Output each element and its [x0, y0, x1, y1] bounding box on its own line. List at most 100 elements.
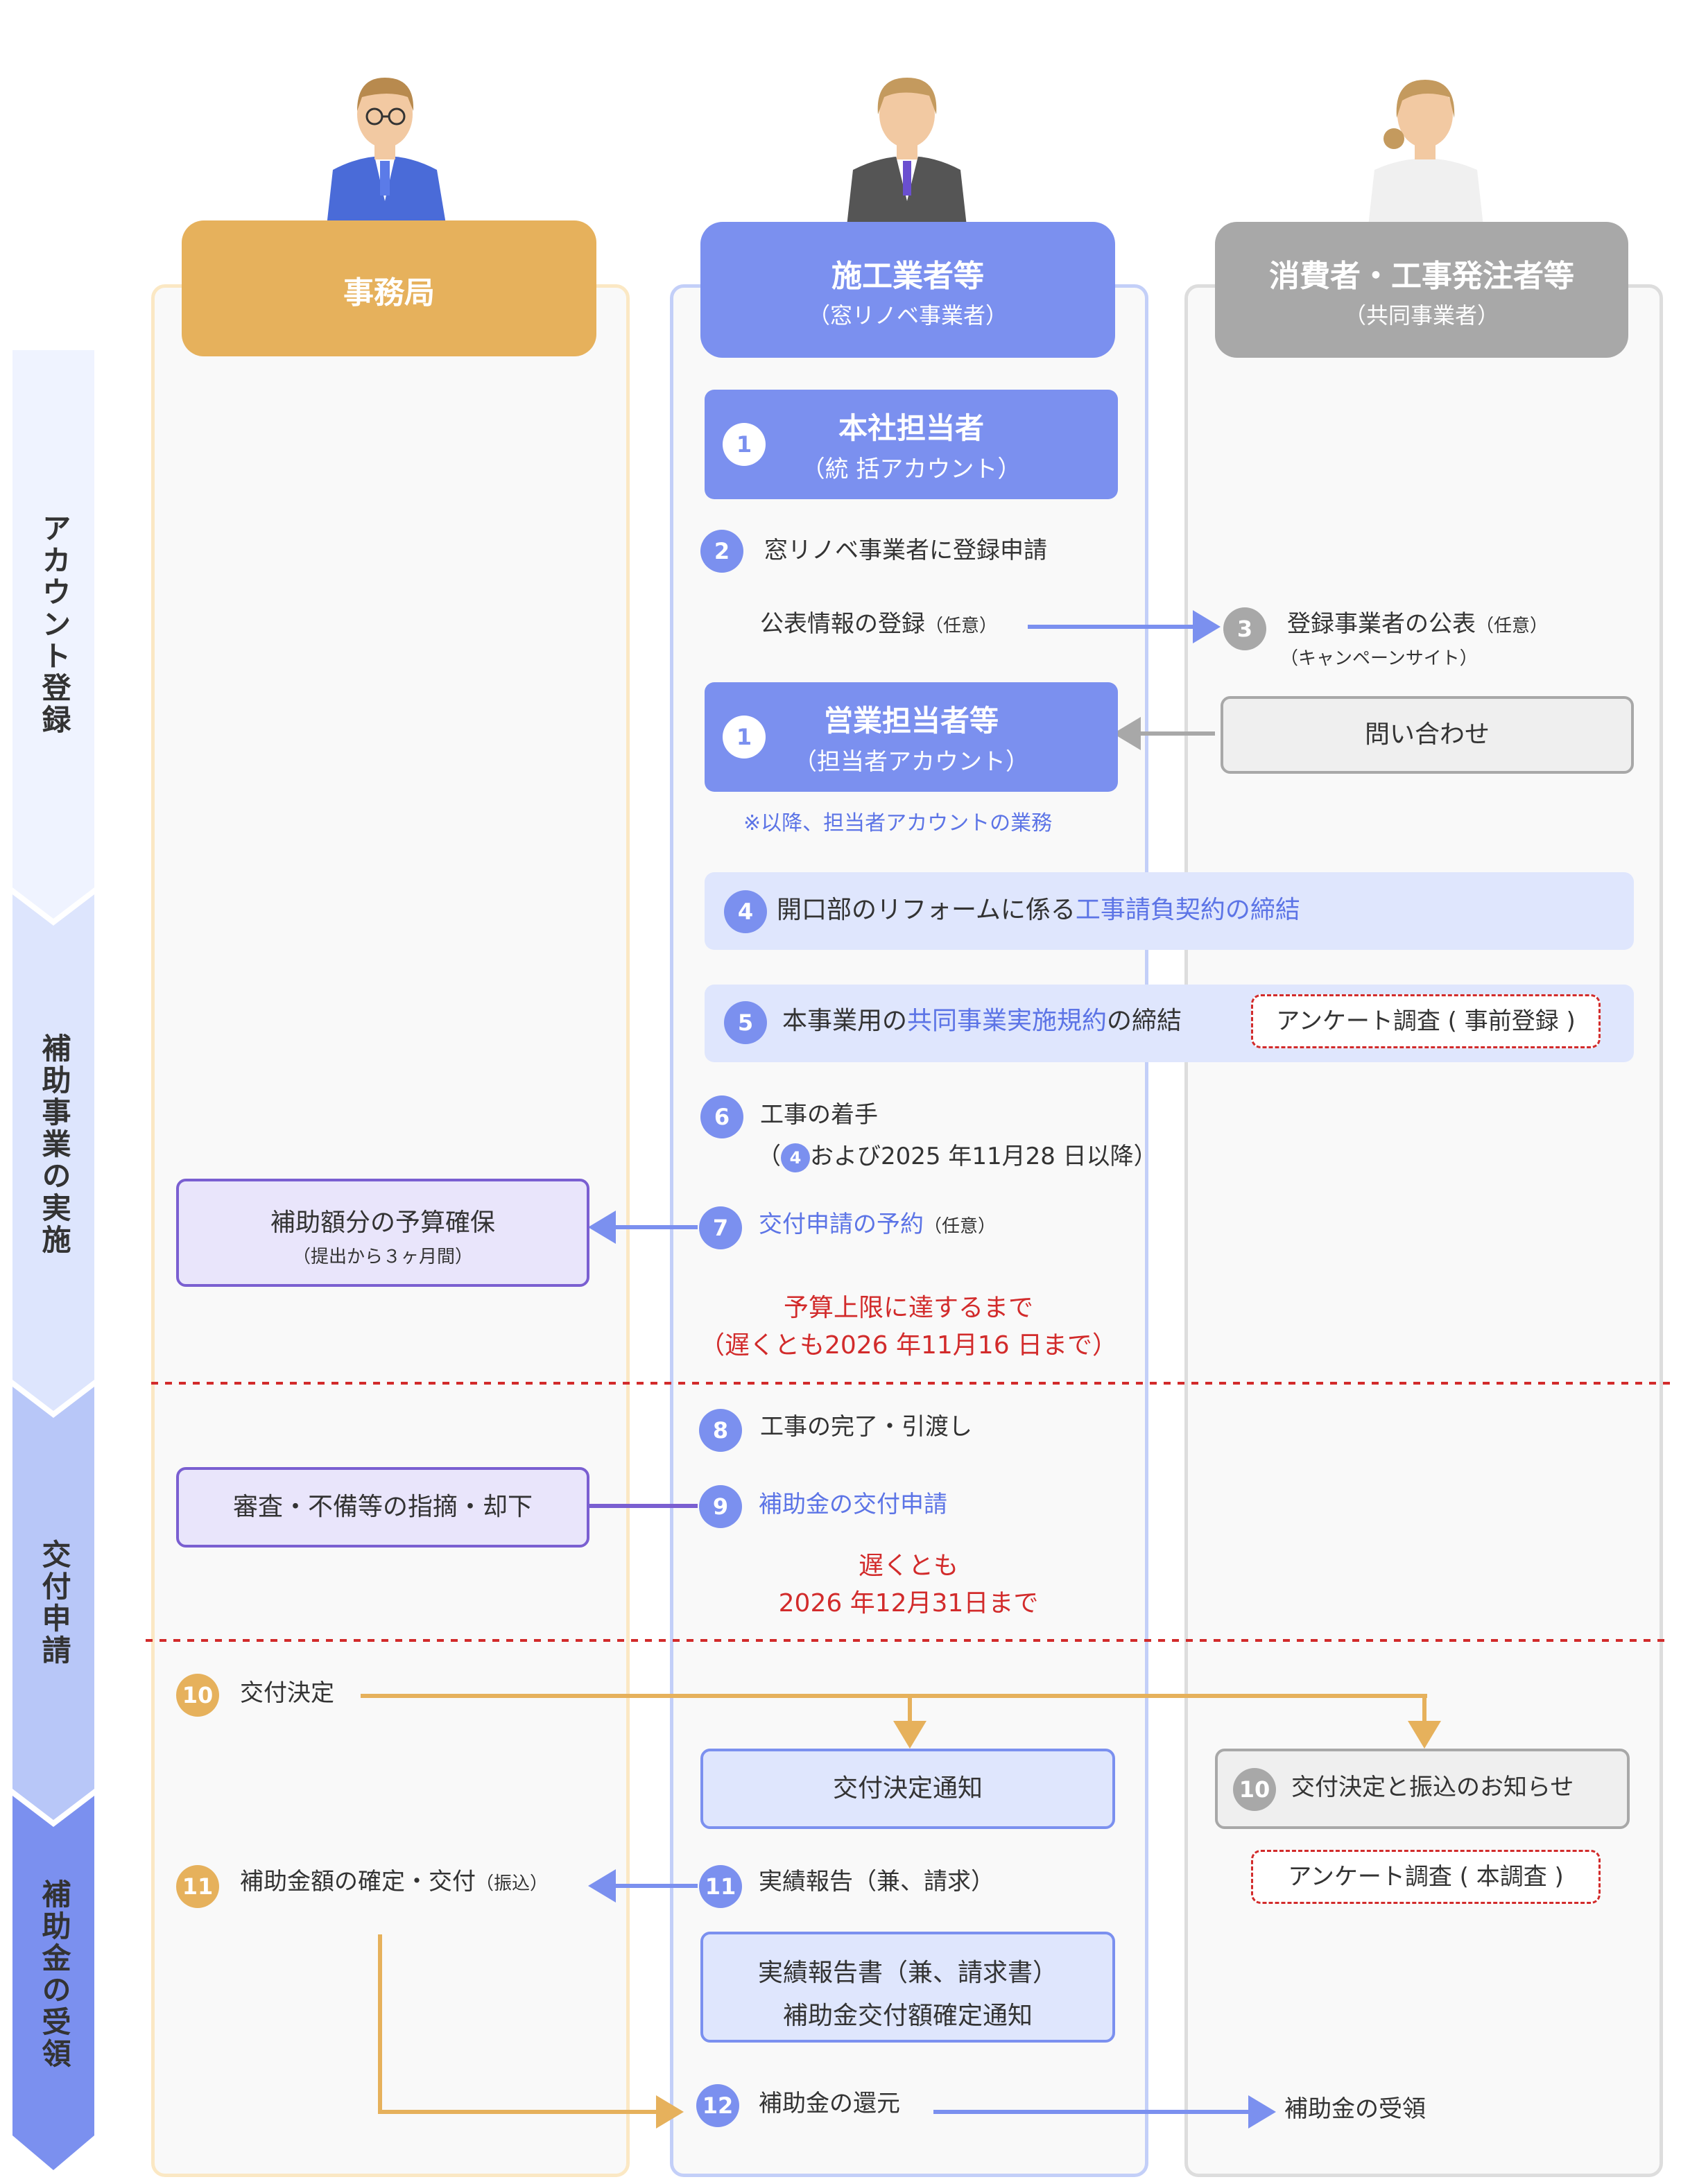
step-2b-label: 公表情報の登録 — [760, 610, 925, 638]
sales-staff-title: 営業担当者等 — [823, 704, 999, 738]
report-line2: 補助金交付額確定通知 — [782, 2002, 1033, 2030]
arrowhead-inquiry — [1113, 717, 1141, 750]
step-11-text: 実績報告（兼、請求） — [759, 1868, 994, 1896]
step-11-sec-label: 補助金額の確定・交付 — [240, 1868, 476, 1896]
arrowhead-payment — [656, 2095, 684, 2129]
deadline-1-line1: 予算上限に達するまで — [783, 1294, 1033, 1322]
phase-bg-application — [12, 1387, 94, 1820]
step-11-badge: 11 — [699, 1865, 742, 1908]
report-line1: 実績報告書（兼、請求書） — [757, 1959, 1058, 1987]
header-contractor-title: 施工業者等 — [831, 259, 984, 294]
step-5-badge: 5 — [724, 1001, 767, 1044]
head-office-subtitle: （統 括アカウント） — [801, 456, 1021, 483]
survey-main-box: アンケート調査 ( 本調査 ) — [1251, 1850, 1601, 1904]
deadline-2-line1: 遅くとも — [858, 1552, 958, 1580]
header-contractor: 施工業者等 （窓リノベ事業者） — [700, 222, 1115, 358]
step-11-sec-badge: 11 — [176, 1865, 219, 1908]
budget-sub: （提出から３ヶ月間） — [292, 1247, 473, 1267]
header-consumer-title: 消費者・工事発注者等 — [1269, 259, 1574, 294]
phase-bg-receipt — [12, 1796, 94, 2170]
head-office-title: 本社担当者 — [838, 411, 984, 445]
step-4-pre: 開口部のリフォームに係る — [777, 896, 1076, 924]
lane-contractor — [670, 284, 1148, 2177]
decision-notice-box: 交付決定通知 — [700, 1749, 1115, 1829]
account-note: ※以降、担当者アカウントの業務 — [743, 811, 1053, 835]
deadline-2-line2: 2026 年12月31日まで — [778, 1589, 1039, 1618]
arrowhead-publish — [1193, 610, 1221, 643]
step-3-label: 登録事業者の公表 — [1287, 610, 1476, 638]
header-secretariat-title: 事務局 — [343, 275, 435, 311]
step-5-highlight: 共同事業実施規約 — [907, 1007, 1107, 1035]
step-3-text: 登録事業者の公表（任意） — [1287, 609, 1548, 639]
secretariat-person-icon — [326, 78, 447, 232]
arrowhead-reservation — [588, 1211, 616, 1244]
decision-consumer-box — [1215, 1749, 1630, 1829]
step-6-sub-badge: 4 — [781, 1143, 810, 1172]
sales-staff-box: 営業担当者等 （担当者アカウント） — [705, 682, 1118, 792]
review-label: 審査・不備等の指摘・却下 — [232, 1493, 533, 1521]
step-6-sub-pre: （ — [757, 1143, 781, 1170]
survey-pre-box: アンケート調査 ( 事前登録 ) — [1251, 994, 1601, 1048]
step-3-badge: 3 — [1223, 607, 1266, 650]
consumer-person-icon — [1368, 80, 1484, 232]
survey-main-label: アンケート調査 ( 本調査 ) — [1288, 1863, 1564, 1891]
step-2-badge: 2 — [700, 530, 743, 573]
phase-bg-implementation — [12, 894, 94, 1411]
decision-notice-label: 交付決定通知 — [832, 1774, 983, 1803]
report-box: 実績報告書（兼、請求書） 補助金交付額確定通知 — [700, 1932, 1115, 2043]
arrowhead-report — [588, 1869, 616, 1903]
phase-label-receipt: 補助金の受領 — [37, 1879, 71, 2070]
inquiry-label: 問い合わせ — [1364, 720, 1490, 749]
header-consumer-subtitle: （共同事業者） — [1343, 302, 1499, 329]
step-4-box — [705, 872, 1634, 950]
step-5-pre: 本事業用の — [782, 1007, 908, 1035]
header-contractor-subtitle: （窓リノベ事業者） — [807, 302, 1008, 329]
arrowhead-decision2 — [1408, 1721, 1441, 1749]
step-11-sec-note: （振込） — [476, 1873, 549, 1894]
header-secretariat: 事務局 — [182, 220, 596, 356]
step-11-sec-text: 補助金額の確定・交付（振込） — [240, 1866, 548, 1897]
step-6-badge: 6 — [700, 1095, 743, 1138]
step-8-text: 工事の完了・引渡し — [760, 1413, 972, 1441]
step-9-badge: 9 — [699, 1485, 742, 1528]
step-7-highlight: 交付申請の予約 — [759, 1211, 924, 1238]
review-box: 審査・不備等の指摘・却下 — [176, 1467, 589, 1548]
line-payment — [378, 1934, 656, 2114]
step-6-text: 工事の着手 — [760, 1101, 878, 1129]
step-1-badge: 1 — [723, 423, 766, 466]
step-6-sub-post: および2025 年11月28 日以降） — [810, 1143, 1157, 1170]
budget-title: 補助額分の予算確保 — [270, 1208, 495, 1237]
arrowhead-return — [1248, 2095, 1276, 2129]
phase-bg-account — [12, 350, 94, 919]
head-office-box: 本社担当者 （統 括アカウント） — [705, 390, 1118, 499]
deadline-1-line2: （遅くとも2026 年11月16 日まで） — [699, 1331, 1118, 1360]
arrowhead-decision1 — [893, 1721, 926, 1749]
survey-pre-label: アンケート調査 ( 事前登録 ) — [1276, 1007, 1576, 1035]
step-12-badge: 12 — [696, 2084, 739, 2127]
step-10-consumer-badge: 10 — [1233, 1768, 1276, 1811]
phase-label-implementation: 補助事業の実施 — [37, 1033, 71, 1256]
inquiry-box: 問い合わせ — [1221, 696, 1634, 774]
header-consumer: 消費者・工事発注者等 （共同事業者） — [1215, 222, 1628, 358]
step-7-text: 交付申請の予約（任意） — [759, 1209, 996, 1240]
decision-consumer-text: 交付決定と振込のお知らせ — [1291, 1774, 1574, 1801]
sales-staff-subtitle: （担当者アカウント） — [793, 748, 1029, 776]
step-10-badge: 10 — [176, 1674, 219, 1717]
phase-label-application: 交付申請 — [37, 1539, 71, 1667]
step-8-badge: 8 — [699, 1409, 742, 1452]
step-1b-badge: 1 — [723, 716, 766, 759]
step-2-text: 窓リノベ事業者に登録申請 — [764, 537, 1047, 564]
step-5-post: の締結 — [1107, 1007, 1182, 1035]
step-9-text: 補助金の交付申請 — [759, 1491, 947, 1518]
phase-label-account: アカウント登録 — [37, 513, 71, 736]
step-3-sub: （キャンペーンサイト） — [1280, 648, 1478, 669]
receive-text: 補助金の受領 — [1284, 2095, 1426, 2123]
step-7-note: （任意） — [924, 1216, 997, 1237]
step-3-note: （任意） — [1476, 616, 1549, 636]
step-10-text: 交付決定 — [240, 1679, 334, 1707]
step-4-text: 開口部のリフォームに係る工事請負契約の締結 — [777, 894, 1300, 927]
step-2b-note: （任意） — [925, 616, 998, 636]
